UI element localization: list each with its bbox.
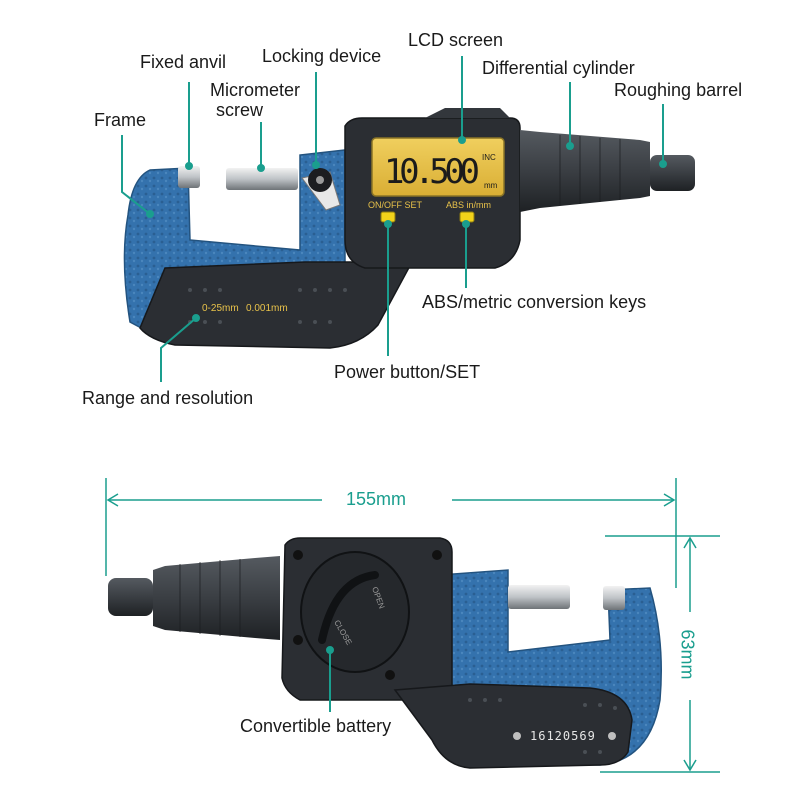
- resolution-text: 0.001mm: [246, 303, 288, 314]
- label-roughing-barrel: Roughing barrel: [614, 80, 743, 100]
- dimension-lines: [105, 478, 720, 773]
- label-micrometer-screw-1: Micrometer: [210, 80, 301, 100]
- roughing-barrel-top: [650, 155, 695, 191]
- label-fixed-anvil: Fixed anvil: [140, 52, 227, 72]
- differential-cylinder-bottom: [153, 556, 280, 640]
- differential-cylinder-top: [520, 130, 650, 212]
- locking-device-top: [301, 168, 341, 211]
- bottom-micrometer: [108, 537, 662, 769]
- label-abs-metric-keys: ABS/metric conversion keys: [422, 292, 647, 312]
- micrometer-screw-top: [226, 168, 298, 190]
- top-micrometer: [123, 108, 695, 349]
- label-differential-cylinder: Differential cylinder: [482, 58, 635, 78]
- label-lcd-screen: LCD screen: [408, 30, 504, 50]
- grip-dots-bottom: [468, 698, 617, 754]
- callout-lines: [121, 56, 667, 712]
- grip-top: [139, 261, 414, 349]
- label-convertible-battery: Convertible battery: [240, 716, 392, 736]
- dimension-height: 63mm: [677, 629, 698, 680]
- serial-number: 16120569: [530, 729, 596, 743]
- roughing-barrel-bottom: [108, 578, 153, 616]
- micrometer-screw-bottom: [508, 585, 570, 609]
- label-micrometer-screw-2: screw: [216, 100, 264, 120]
- label-locking-device: Locking device: [262, 46, 382, 66]
- range-text: 0-25mm: [202, 303, 239, 314]
- label-frame: Frame: [94, 110, 147, 130]
- power-set-label: ON/OFF SET: [368, 200, 423, 210]
- lcd-reading: 10.500: [384, 152, 480, 192]
- lcd-unit-inch: INC: [482, 153, 496, 162]
- fixed-anvil-top: [178, 166, 200, 188]
- label-range-resolution: Range and resolution: [82, 388, 254, 408]
- lcd-unit-mm: mm: [484, 181, 498, 190]
- lcd-screen-top: [371, 137, 505, 197]
- grip-bottom: [393, 683, 633, 769]
- battery-cover[interactable]: [300, 551, 410, 673]
- abs-metric-label: ABS in/mm: [446, 200, 491, 210]
- fixed-anvil-bottom: [603, 586, 625, 610]
- dimension-length: 155mm: [346, 489, 407, 509]
- label-power-button-set: Power button/SET: [334, 362, 481, 382]
